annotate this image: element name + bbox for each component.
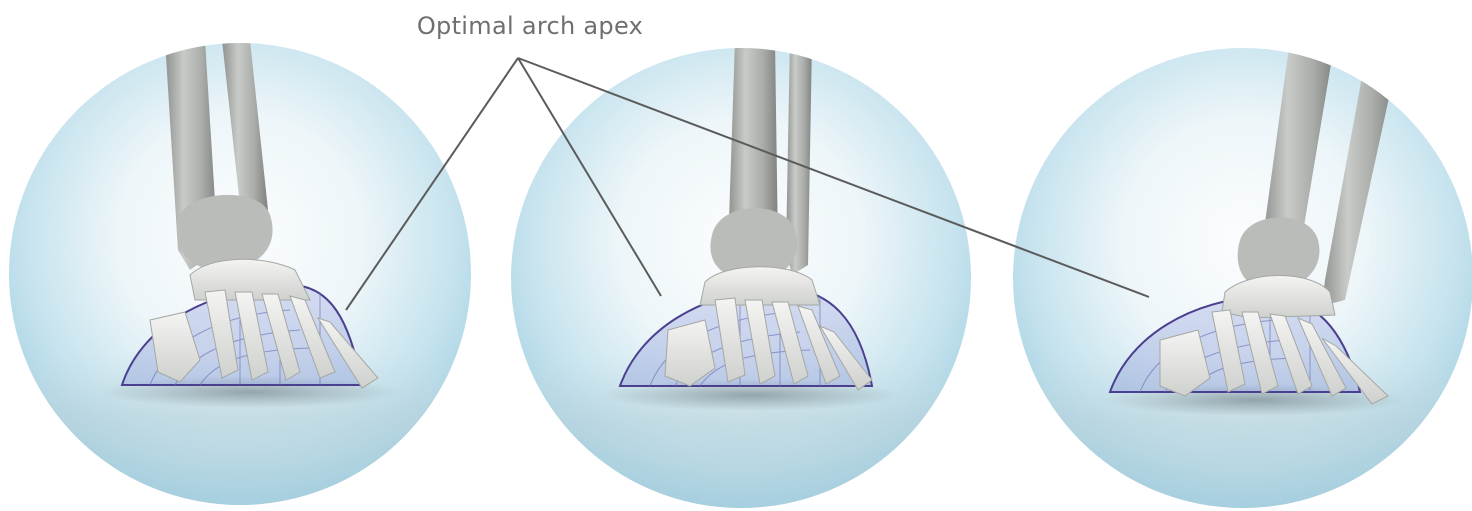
foot-panel-left (0, 40, 480, 511)
arch-apex-label: Optimal arch apex (417, 12, 643, 40)
ankle-joint (177, 195, 273, 270)
foot-panel-middle (500, 40, 990, 511)
foot-panel-right (1000, 40, 1472, 511)
